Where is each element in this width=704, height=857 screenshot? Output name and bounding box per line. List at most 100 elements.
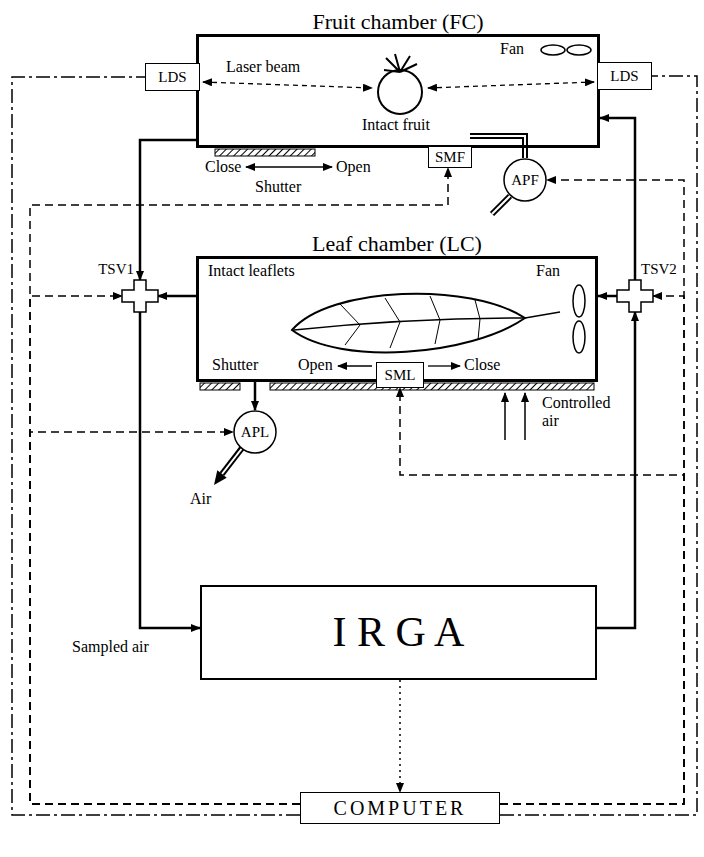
connector-line-inner bbox=[524, 148, 526, 158]
node-heading: TSV2 bbox=[641, 260, 677, 278]
part-label: Intact fruit bbox=[362, 116, 430, 134]
node-content: I R G A bbox=[202, 587, 595, 678]
valve-symbol: TSV1 bbox=[122, 280, 158, 312]
part-label: Fan bbox=[500, 40, 524, 58]
leaf bbox=[292, 294, 525, 353]
connector-line bbox=[140, 312, 200, 628]
shutter-arrow bbox=[246, 166, 332, 167]
part-label: Open bbox=[298, 356, 333, 374]
node-content: APF bbox=[503, 158, 547, 202]
controlled-air-arrow bbox=[524, 393, 526, 440]
analyzer-box: I R G A bbox=[200, 585, 597, 680]
part-label: Shutter bbox=[212, 356, 258, 374]
node-content: LDS bbox=[146, 64, 199, 90]
node-label: SMF bbox=[435, 148, 465, 166]
connector bbox=[140, 140, 196, 280]
node-content bbox=[617, 280, 653, 312]
valve-outline bbox=[617, 280, 653, 312]
circle-shape bbox=[234, 411, 276, 453]
connector-line bbox=[597, 312, 635, 628]
part-label: Close bbox=[464, 356, 500, 374]
motor-box: SML bbox=[376, 362, 424, 388]
connector bbox=[598, 296, 617, 297]
node-label: SML bbox=[385, 366, 416, 384]
connector-line bbox=[500, 180, 684, 804]
exhaust-tube bbox=[222, 448, 242, 474]
part-label: Controlled air bbox=[542, 394, 622, 430]
exhaust-tube bbox=[492, 196, 510, 214]
fruit-sepals bbox=[384, 54, 417, 72]
fruit bbox=[378, 70, 422, 114]
connector-line bbox=[30, 296, 300, 804]
node-heading: Leaf chamber (LC) bbox=[312, 231, 482, 257]
node-content: COMPUTER bbox=[301, 793, 499, 823]
leaf-midrib bbox=[294, 312, 560, 330]
shutter-bar bbox=[215, 149, 315, 156]
connector-line bbox=[254, 382, 257, 410]
laser-beam bbox=[428, 82, 594, 88]
node-content: LDS bbox=[598, 63, 651, 89]
exhaust-tube bbox=[222, 447, 243, 474]
connector bbox=[500, 76, 697, 815]
part-label: Fan bbox=[536, 262, 560, 280]
valve-shape bbox=[122, 280, 158, 312]
connector-line bbox=[158, 295, 196, 298]
part-label: Shutter bbox=[255, 178, 301, 196]
pump-circle: APL bbox=[233, 410, 277, 454]
laser-beam bbox=[203, 82, 372, 88]
node-content: SMF bbox=[429, 147, 471, 167]
connector bbox=[400, 680, 401, 792]
part-label: Laser beam bbox=[226, 58, 300, 76]
connector bbox=[500, 296, 684, 804]
connector-line bbox=[598, 295, 617, 298]
node-label: LDS bbox=[158, 68, 186, 86]
node-heading: TSV1 bbox=[98, 260, 134, 278]
circle-shape bbox=[504, 159, 546, 201]
node-label: COMPUTER bbox=[334, 796, 467, 820]
connector-line bbox=[500, 296, 684, 804]
node-content: APL bbox=[233, 410, 277, 454]
lds-box: LDS bbox=[597, 62, 652, 90]
fan-blade bbox=[541, 45, 565, 55]
node-label: APL bbox=[241, 423, 269, 441]
connector bbox=[597, 312, 635, 628]
valve-outline bbox=[122, 280, 158, 312]
part-label: Open bbox=[336, 158, 371, 176]
shutter-bar bbox=[200, 383, 240, 390]
node-content: SML bbox=[377, 363, 423, 387]
node-content bbox=[122, 280, 158, 312]
fan-blade bbox=[567, 45, 591, 55]
connector bbox=[600, 118, 635, 280]
pump-circle: APF bbox=[503, 158, 547, 202]
flow-label: Sampled air bbox=[70, 638, 151, 656]
connector-line bbox=[522, 148, 528, 158]
arrow-head bbox=[214, 470, 227, 485]
node-heading: Fruit chamber (FC) bbox=[312, 9, 483, 35]
motor-box: SMF bbox=[428, 146, 472, 168]
controlled-air-arrow bbox=[504, 393, 506, 440]
connector-line bbox=[399, 680, 401, 792]
connector bbox=[30, 296, 300, 804]
lds-box: LDS bbox=[145, 63, 200, 91]
part-label: Air bbox=[190, 490, 211, 508]
connector bbox=[500, 180, 684, 804]
leaf-veins bbox=[340, 296, 480, 348]
connector-line bbox=[140, 140, 196, 280]
connector bbox=[140, 312, 200, 628]
computer-box: COMPUTER bbox=[300, 792, 500, 824]
exhaust-tube bbox=[492, 195, 511, 214]
node-label: APF bbox=[511, 171, 539, 189]
shutter-arrow bbox=[428, 365, 460, 366]
node-label: LDS bbox=[610, 67, 638, 85]
connector bbox=[255, 382, 256, 410]
fan-blade bbox=[573, 321, 585, 353]
shutter-arrow bbox=[338, 365, 372, 366]
part-label: Close bbox=[205, 158, 241, 176]
connector bbox=[525, 148, 526, 158]
valve-shape bbox=[617, 280, 653, 312]
connector-line bbox=[30, 168, 448, 804]
connector-line bbox=[600, 118, 635, 280]
connector bbox=[158, 296, 196, 297]
part-label: Intact leaflets bbox=[208, 262, 295, 280]
